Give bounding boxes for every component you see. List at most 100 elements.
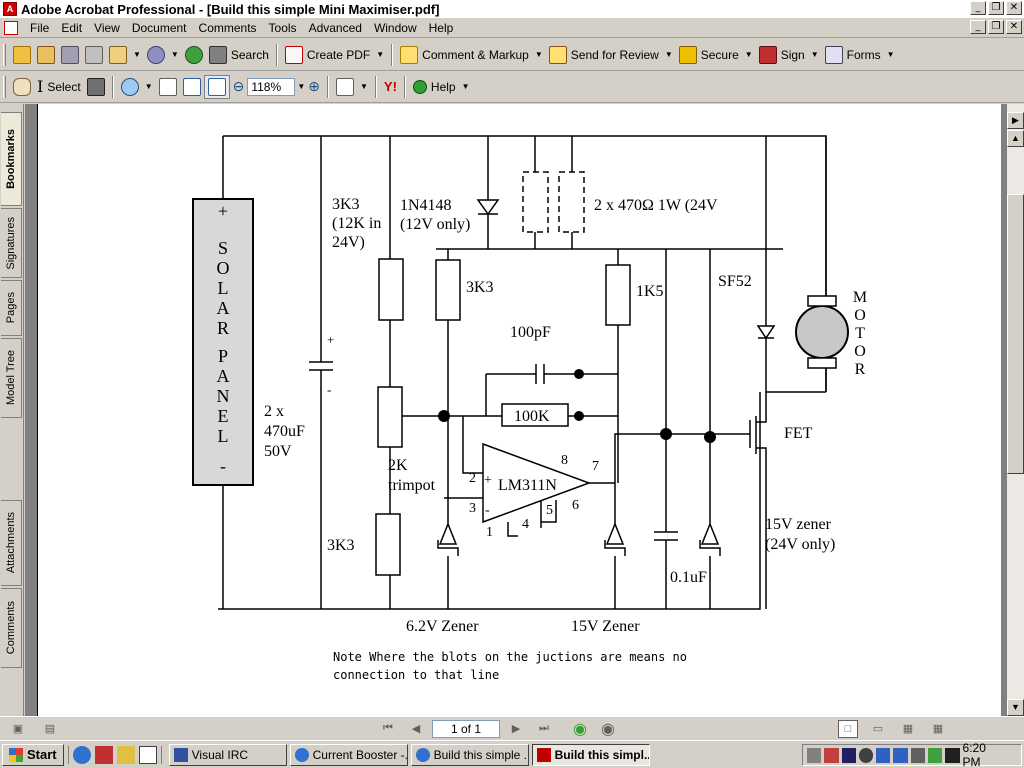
next-view-icon[interactable]: ◉	[601, 720, 615, 738]
task-build-acrobat[interactable]: Build this simpl...	[531, 743, 650, 766]
solar-letter: L	[218, 278, 229, 298]
menu-window[interactable]: Window	[373, 20, 417, 35]
zoom-out-button[interactable]: ⊖	[230, 75, 248, 99]
page-nav-toggle[interactable]: ▶	[1007, 112, 1024, 129]
start-button[interactable]: Start	[2, 743, 64, 766]
comment-markup-button[interactable]: Comment & Markup▼	[397, 43, 546, 67]
tab-pages[interactable]: Pages	[1, 280, 22, 336]
tab-model-tree[interactable]: Model Tree	[1, 338, 22, 418]
email-button[interactable]: ▼	[106, 43, 144, 67]
menu-tools[interactable]: Tools	[268, 20, 297, 35]
previous-page-button[interactable]: ◀	[411, 723, 421, 735]
last-page-button[interactable]: ⏭	[539, 722, 549, 734]
scroll-up-button[interactable]: ▲	[1007, 130, 1024, 147]
page-thumbnail-icon[interactable]: ▣	[12, 723, 24, 735]
tab-bookmarks[interactable]: Bookmarks	[1, 112, 22, 206]
diode-label: (12V only)	[400, 216, 470, 233]
page-indicator[interactable]: 1 of 1	[432, 719, 500, 738]
tab-signatures[interactable]: Signatures	[1, 208, 22, 278]
task-current-booster[interactable]: Current Booster -...	[289, 743, 408, 766]
print-button[interactable]	[82, 43, 106, 67]
shield-icon[interactable]	[876, 747, 891, 763]
tray-app-icon[interactable]	[927, 747, 943, 763]
page-layout-icon[interactable]: ▤	[44, 723, 56, 735]
forms-icon	[824, 45, 843, 64]
internet-explorer-icon[interactable]	[72, 745, 91, 764]
menu-help[interactable]: Help	[428, 20, 454, 35]
task-visual-irc[interactable]: Visual IRC	[168, 743, 287, 766]
document-icon[interactable]	[4, 20, 18, 35]
continuous-page-icon[interactable]: ▭	[872, 723, 884, 735]
tray-app-icon[interactable]	[910, 747, 925, 763]
forms-button[interactable]: Forms▼	[822, 43, 898, 67]
chevron-down-icon: ▼	[886, 50, 895, 59]
search-button[interactable]: Search	[206, 43, 272, 67]
doc-minimize-button[interactable]: _	[970, 20, 986, 34]
desktop-icon[interactable]	[138, 745, 157, 764]
tab-attachments[interactable]: Attachments	[1, 500, 22, 586]
tray-app-icon[interactable]	[945, 747, 960, 763]
printer-icon	[85, 45, 103, 64]
sign-button[interactable]: Sign▼	[756, 43, 822, 67]
menu-view[interactable]: View	[94, 20, 120, 35]
fit-width-button[interactable]	[203, 74, 230, 99]
open-button[interactable]	[10, 43, 34, 67]
facing-pages-icon[interactable]: ▦	[902, 723, 914, 735]
hand-tool-button[interactable]	[10, 75, 34, 99]
rotate-button[interactable]: ▼	[333, 75, 371, 99]
chevron-down-icon: ▼	[534, 50, 543, 59]
task-build-browser[interactable]: Build this simple ...	[410, 743, 529, 766]
menu-document[interactable]: Document	[131, 20, 187, 35]
toolbar-grip[interactable]	[3, 75, 6, 98]
maximize-button[interactable]: ❐	[988, 1, 1004, 15]
create-pdf-button[interactable]: Create PDF▼	[282, 43, 387, 67]
tray-app-icon[interactable]	[858, 747, 874, 763]
save-icon	[61, 45, 79, 64]
attach-button[interactable]: ▼	[144, 43, 182, 67]
toolbar-separator	[327, 75, 329, 98]
menu-file[interactable]: File	[30, 20, 50, 35]
menu-comments[interactable]: Comments	[198, 20, 257, 35]
document-viewport[interactable]: + S O L A R P A N E L - +- 2 x 470uF 50V	[25, 104, 1007, 716]
yahoo-button[interactable]: Y!	[381, 75, 400, 99]
web-button[interactable]	[182, 43, 206, 67]
next-page-button[interactable]: ▶	[511, 723, 521, 735]
secure-button[interactable]: Secure▼	[676, 43, 756, 67]
help-button[interactable]: Help▼	[410, 75, 473, 99]
pin-label: -	[485, 503, 490, 518]
organizer-button[interactable]	[34, 43, 58, 67]
snapshot-button[interactable]	[84, 75, 108, 99]
menu-advanced[interactable]: Advanced	[308, 20, 362, 35]
send-review-button[interactable]: Send for Review▼	[546, 43, 676, 67]
diode-label: 1N4148	[400, 197, 452, 214]
continuous-facing-icon[interactable]: ▦	[932, 723, 944, 735]
menu-edit[interactable]: Edit	[61, 20, 83, 35]
save-button[interactable]	[58, 43, 82, 67]
zoom-level-input[interactable]: 118%	[247, 77, 296, 96]
zoom-in-tool-button[interactable]: ▼	[118, 75, 156, 99]
first-page-button[interactable]: ⏮	[383, 722, 393, 734]
explorer-icon[interactable]	[116, 745, 135, 764]
zoom-in-button[interactable]: ⊕	[305, 75, 323, 99]
actual-size-button[interactable]	[156, 75, 180, 99]
media-icon[interactable]	[94, 745, 113, 764]
tab-comments[interactable]: Comments	[1, 588, 22, 668]
zoom-dropdown-arrow[interactable]: ▼	[297, 82, 306, 91]
single-page-icon[interactable]: □	[838, 719, 858, 738]
vertical-scrollbar[interactable]: ▶ ▲ ▼	[1007, 104, 1024, 716]
tray-app-icon[interactable]	[841, 747, 856, 763]
toolbar-grip[interactable]	[3, 43, 6, 66]
doc-restore-button[interactable]: ❐	[988, 20, 1004, 34]
shield-icon[interactable]	[893, 747, 908, 763]
volume-icon[interactable]	[807, 747, 822, 763]
previous-view-icon[interactable]: ◉	[573, 720, 587, 738]
close-button[interactable]: ✕	[1006, 1, 1022, 15]
scrollbar-thumb[interactable]	[1007, 194, 1024, 474]
motor-terminal	[807, 295, 837, 307]
minimize-button[interactable]: _	[970, 1, 986, 15]
fit-page-button[interactable]	[180, 75, 204, 99]
network-icon[interactable]	[824, 747, 839, 763]
doc-close-button[interactable]: ✕	[1006, 20, 1022, 34]
scroll-down-button[interactable]: ▼	[1007, 699, 1024, 716]
